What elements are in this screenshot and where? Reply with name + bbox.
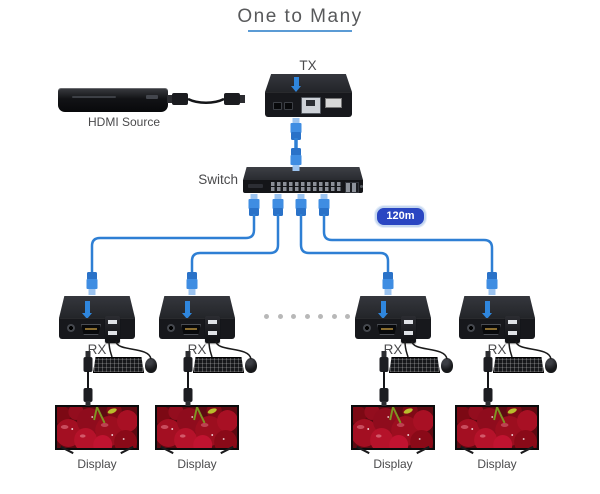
rx-front-face <box>459 318 535 339</box>
network-switch <box>243 167 363 193</box>
rx-front-face <box>159 318 235 339</box>
hdmi-out-port <box>181 324 201 335</box>
rj45-port <box>301 97 321 114</box>
sfp-ports <box>345 182 359 193</box>
mouse <box>545 358 557 373</box>
dc-port <box>363 324 371 332</box>
switch-hole <box>359 185 363 188</box>
switch-output-plugs <box>248 194 330 216</box>
disc-slot <box>72 96 116 98</box>
usb-ports <box>105 316 120 343</box>
hdmi-source-label: HDMI Source <box>87 115 161 129</box>
switch-front-face <box>243 180 363 193</box>
switch-top-face <box>243 167 363 180</box>
tx-unit <box>265 74 352 117</box>
dc-port <box>467 324 475 332</box>
rx-label: RX <box>187 342 207 357</box>
hdmi-out-port <box>377 324 397 335</box>
usb-ports <box>401 316 416 343</box>
distance-badge: 120m <box>375 206 426 227</box>
rx-label: RX <box>487 342 507 357</box>
tx-label: TX <box>299 58 317 73</box>
rx-front-face <box>355 318 431 339</box>
display-label: Display <box>373 457 413 471</box>
signal-direction-arrow-icon <box>82 301 92 318</box>
rx-unit <box>159 296 235 343</box>
signal-direction-arrow-icon <box>482 301 492 318</box>
rx-unit <box>459 296 535 343</box>
rx-column-2: RX Display <box>132 260 262 494</box>
signal-direction-arrow-icon <box>378 301 388 318</box>
title-underline <box>248 30 352 32</box>
switch-port-row <box>271 187 343 191</box>
keyboard <box>493 357 544 373</box>
cable-tx-to-switch <box>290 118 302 171</box>
cherries-image <box>457 407 537 448</box>
dc-port <box>167 324 175 332</box>
display-screen <box>55 405 139 450</box>
rx-front-face <box>59 318 135 339</box>
dc-port <box>284 102 293 110</box>
rx-top-face <box>59 296 135 318</box>
ir-port <box>273 102 282 110</box>
usb-ports <box>505 316 520 343</box>
hdmi-out-port <box>481 324 501 335</box>
signal-direction-arrow-icon <box>291 77 301 92</box>
cherries-image <box>157 407 237 448</box>
rx-top-face <box>355 296 431 318</box>
display-screen <box>351 405 435 450</box>
hdmi-out-port <box>81 324 101 335</box>
switch-port-row <box>271 182 343 186</box>
usb-ports <box>205 316 220 343</box>
display-label: Display <box>177 457 217 471</box>
dc-port <box>67 324 75 332</box>
display-label: Display <box>477 457 517 471</box>
rx-top-face <box>459 296 535 318</box>
page-title: One to Many <box>237 6 363 27</box>
display-screen <box>455 405 539 450</box>
mouse <box>245 358 257 373</box>
signal-direction-arrow-icon <box>182 301 192 318</box>
hdmi-cable-source-to-tx <box>167 93 245 105</box>
cherries-image <box>57 407 137 448</box>
more-receivers-ellipsis <box>264 314 350 319</box>
display-window <box>146 95 158 99</box>
hdmi-source-device <box>58 88 168 112</box>
tx-top-face <box>265 74 352 92</box>
dip-switch <box>325 98 342 108</box>
display-label: Display <box>77 457 117 471</box>
rx-column-4: RX Display <box>432 260 562 494</box>
keyboard <box>193 357 244 373</box>
display-screen <box>155 405 239 450</box>
switch-logo <box>248 184 263 188</box>
switch-label: Switch <box>198 172 238 187</box>
rx-unit <box>59 296 135 343</box>
cherries-image <box>353 407 433 448</box>
tx-front-face <box>265 92 352 117</box>
rx-top-face <box>159 296 235 318</box>
rx-unit <box>355 296 431 343</box>
